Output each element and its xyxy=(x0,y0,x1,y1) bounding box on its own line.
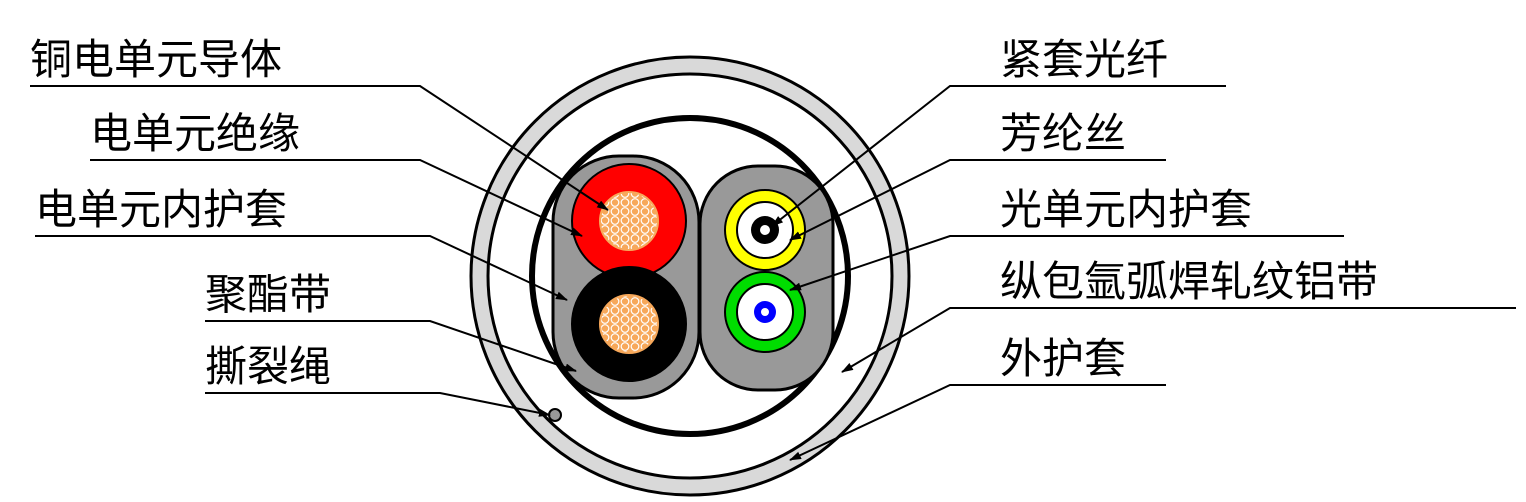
label-aramid-yarn: 芳纶丝 xyxy=(1000,109,1127,158)
label-optical-inner-jacket: 光单元内护套 xyxy=(1000,185,1253,234)
label-copper-conductor: 铜电单元导体 xyxy=(30,35,283,84)
label-electrical-insulation: 电单元绝缘 xyxy=(90,109,301,158)
leader-optical-jacket xyxy=(789,235,1344,291)
leader-electrical-insulation xyxy=(90,159,583,237)
label-rip-cord: 撕裂绳 xyxy=(205,342,332,391)
leader-electrical-jacket xyxy=(35,235,568,301)
leader-aluminium-tape xyxy=(841,307,1516,373)
right-leader-lines xyxy=(771,85,1516,461)
leader-polyester-tape xyxy=(205,320,577,372)
copper-conductor-top xyxy=(599,191,659,251)
leader-outer-sheath xyxy=(789,384,1166,461)
leader-aramid xyxy=(789,159,1166,241)
label-tight-buffered-fiber: 紧套光纤 xyxy=(1000,35,1169,84)
label-electrical-inner-jacket: 电单元内护套 xyxy=(35,185,288,234)
fiber-core-top xyxy=(760,225,770,235)
rip-cord xyxy=(548,408,562,422)
copper-conductor-bottom xyxy=(599,294,659,354)
left-leader-lines xyxy=(30,85,609,417)
aluminium-tape xyxy=(529,115,851,437)
leader-tight-fiber xyxy=(771,85,1226,227)
leader-rip-cord xyxy=(205,392,551,417)
leader-copper-conductor xyxy=(30,85,609,211)
label-outer-sheath: 外护套 xyxy=(1000,334,1127,383)
label-aluminium-tape: 纵包氩弧焊轧纹铝带 xyxy=(1000,257,1379,306)
fiber-center-bottom xyxy=(761,308,769,316)
label-polyester-tape: 聚酯带 xyxy=(205,270,332,319)
